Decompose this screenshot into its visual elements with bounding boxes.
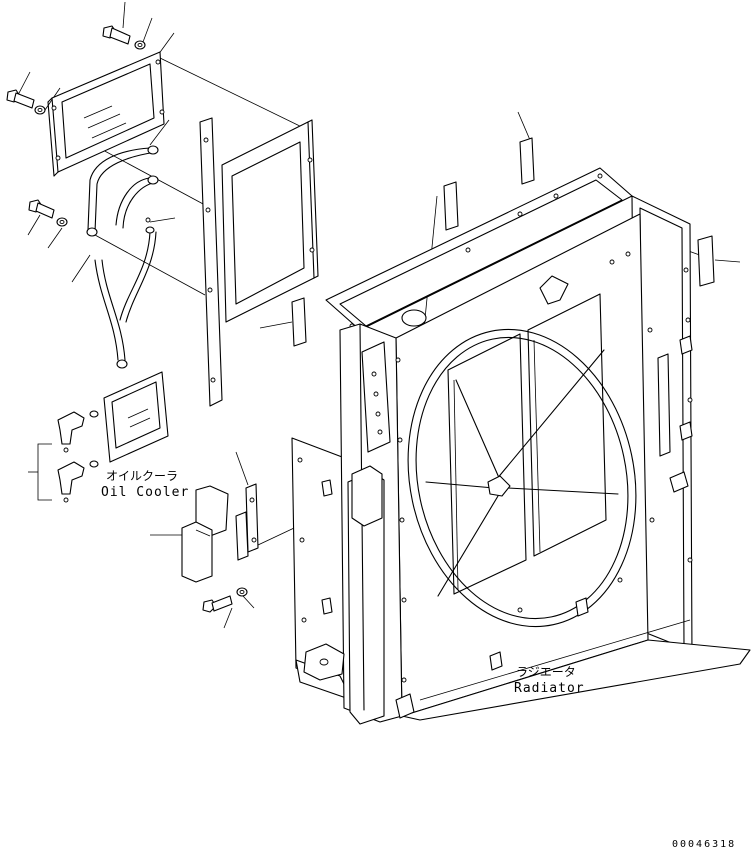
oil-cooler-label-en: Oil Cooler [101,485,190,500]
cooler-cover [181,485,229,583]
bolt-left-lower [28,199,68,227]
radiator-left-pillar [303,323,415,725]
radiator-side-shroud [291,437,353,701]
document-number: 00046318 [672,839,737,850]
radiator-body [325,167,751,721]
oil-cooler-frame [199,117,319,407]
bolt-left-upper [6,89,46,115]
cooler-pipes [86,145,159,369]
bolt-bottom [202,587,248,613]
bolt-top [102,25,146,50]
bracket-lines [28,443,52,501]
oil-cooler-label-jp: オイルクーラ [106,469,179,483]
oil-cooler-core [47,51,165,177]
rubber-blocks [291,137,715,347]
radiator-label-en: Radiator [514,681,585,696]
small-cooler [103,371,169,463]
mount-bracket [235,483,259,561]
elbow-fittings [57,410,99,503]
radiator-label-jp: ラジエータ [516,665,576,679]
